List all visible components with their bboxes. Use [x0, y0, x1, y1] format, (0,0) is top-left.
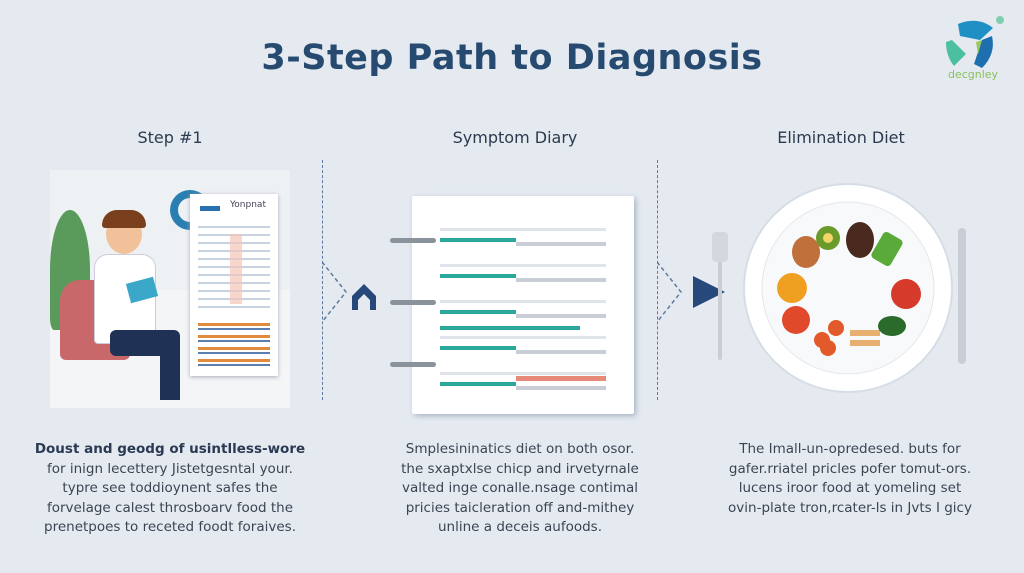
doctor-illustration: Yonpnat: [50, 170, 290, 408]
step-1-heading: Step #1: [137, 128, 203, 147]
page-title: 3-Step Path to Diagnosis: [261, 38, 763, 78]
divider-1: [322, 160, 323, 400]
step-3-heading: Elimination Diet: [777, 128, 905, 147]
step-1-line: prenetpoes to receted foodt foraives.: [44, 519, 296, 535]
notebook-rings: [390, 238, 436, 367]
divider-2: [657, 160, 658, 400]
fork-icon: [712, 232, 728, 360]
play-arrow-icon: [693, 276, 725, 308]
arrow-connector-2: [657, 262, 725, 322]
step-3-line: gafer.rriatel pricles pofer tomut-ors.: [728, 460, 972, 477]
step-2-heading: Symptom Diary: [452, 128, 578, 147]
medical-chart-sheet: Yonpnat: [190, 194, 278, 376]
step-2-line: valted inge conalle.nsage contimal: [401, 480, 639, 496]
symptom-diary-notebook: [412, 196, 634, 414]
step-2-line: unline a deceis aufoods.: [437, 519, 602, 535]
step-2-line: Smplesininatics diet on both osor.: [405, 441, 635, 457]
step-1-line: Doust and geodg of usintlless-wore: [34, 441, 306, 457]
step-2-line: the sxaptxlse chicp and irvetyrnale: [401, 460, 639, 477]
knife-icon: [958, 228, 966, 364]
step-3-line: lucens iroor food at yomeling set: [738, 480, 962, 496]
step-2-description: Smplesininatics diet on both osor. the s…: [360, 440, 680, 538]
step-3-description: The Imall-un-opredesed. buts for gafer.r…: [690, 440, 1010, 518]
step-1-line: for inign lecettery Jistetgesntal your.: [47, 460, 293, 477]
step-3-line: ovin-plate tron,rcater-ls in Jvts I gicy: [728, 499, 972, 516]
arrow-connector-1: [322, 262, 376, 322]
step-1-line: forvelage calest throsboarv food the: [46, 499, 294, 516]
step-1-line: typre see toddioynent safes the: [62, 480, 278, 496]
step-3-line: The Imall-un-opredesed. buts for: [739, 441, 961, 457]
step-2-line: pricies taicleration off and-mithey: [405, 499, 635, 516]
step-1-description: Doust and geodg of usintlless-wore for i…: [10, 440, 330, 538]
elimination-diet-plate: [712, 183, 966, 393]
brand-logo: [946, 16, 1004, 68]
brand-logo-text: decgnley: [947, 68, 999, 81]
path-icon: [352, 284, 376, 310]
chart-label: Yonpnat: [230, 200, 266, 210]
